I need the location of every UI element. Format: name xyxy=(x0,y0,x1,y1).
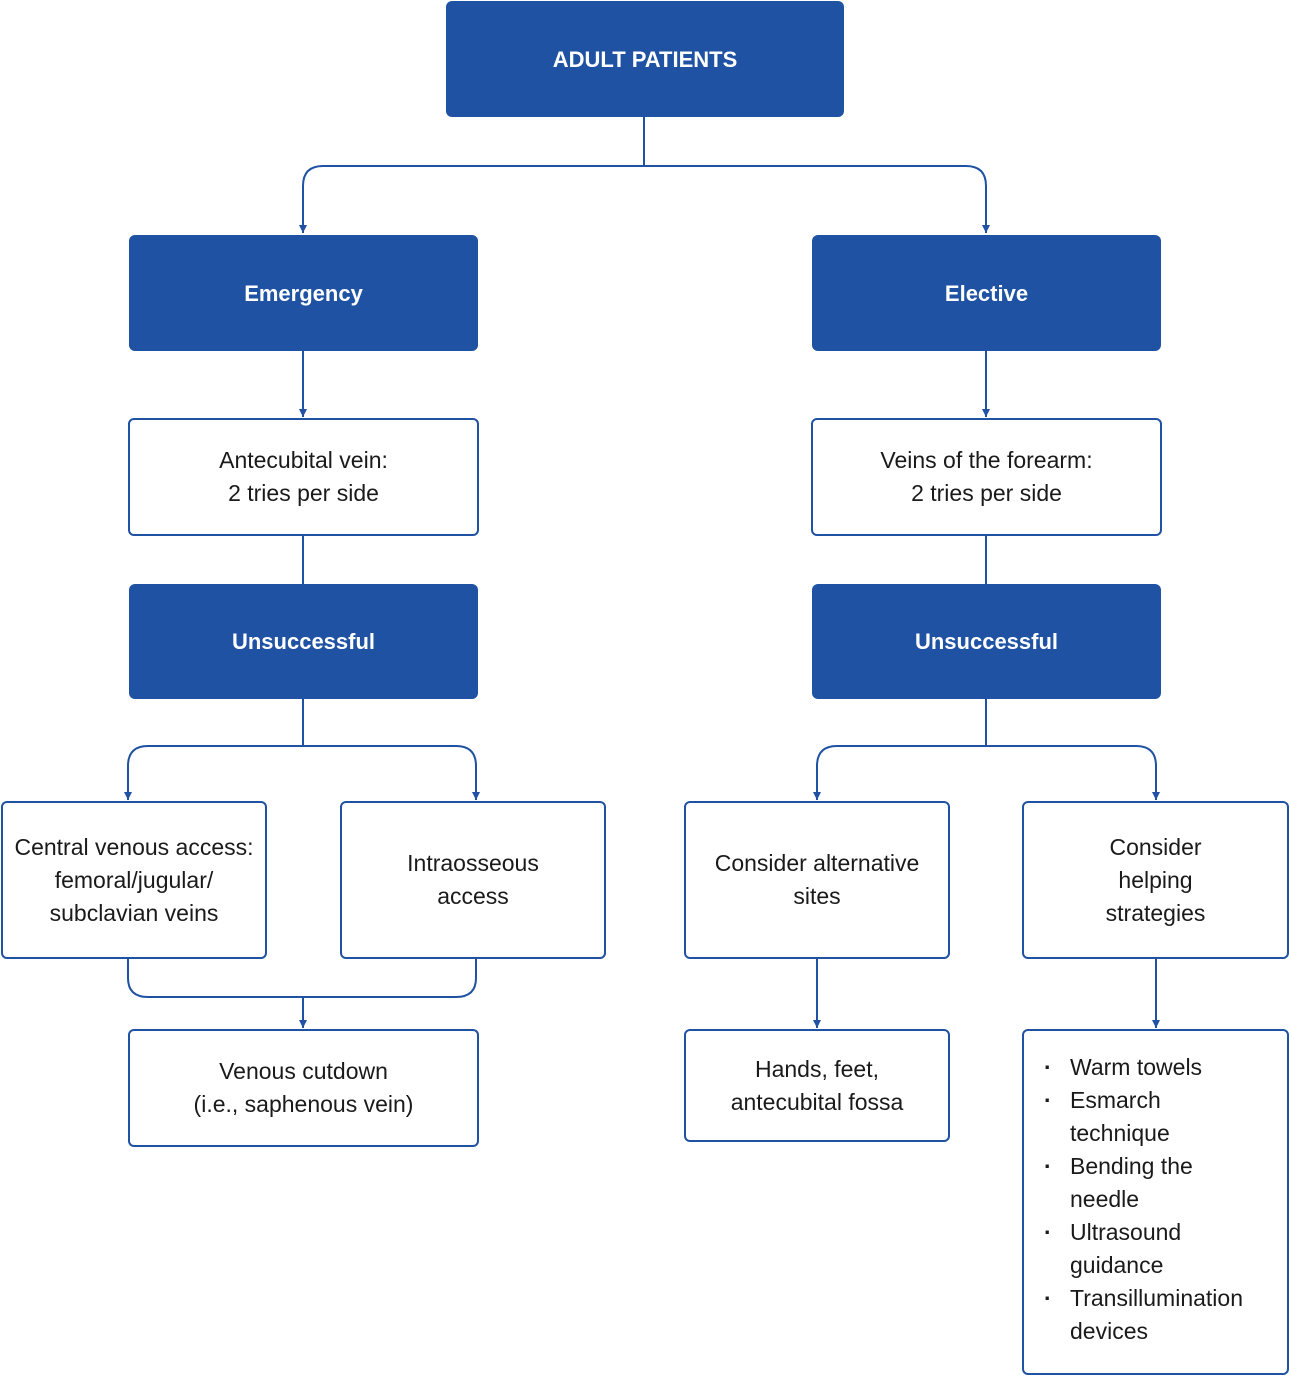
venous-cutdown-text: Venous cutdown (i.e., saphenous vein) xyxy=(193,1058,414,1117)
list-item: Esmarch technique xyxy=(1038,1084,1243,1150)
elective-unsuccessful-label: Unsuccessful xyxy=(914,629,1059,654)
alternative-sites-node: Consider alternative sites xyxy=(684,801,950,959)
list-item: Bending the needle xyxy=(1038,1150,1243,1216)
arrow-to-intraosseous xyxy=(303,745,480,800)
arrow-root-to-elective xyxy=(644,165,990,233)
hands-feet-text: Hands, feet, antecubital fossa xyxy=(730,1055,904,1115)
helping-strategies-text: Consider helping strategies xyxy=(1105,833,1206,926)
list-item: Transillumination devices xyxy=(1038,1282,1243,1348)
line-intraosseous-down xyxy=(303,958,477,998)
emergency-label: Emergency xyxy=(244,280,363,306)
strategy-list-node: Warm towels Esmarch technique Bending th… xyxy=(1022,1029,1289,1375)
elective-unsuccessful-node: Unsuccessful xyxy=(812,584,1161,699)
emergency-node: Emergency xyxy=(129,235,478,351)
line-central-down xyxy=(127,958,303,998)
elective-node: Elective xyxy=(812,235,1161,351)
helping-strategies-node: Consider helping strategies xyxy=(1022,801,1289,959)
list-item: Warm towels xyxy=(1038,1051,1243,1084)
intraosseous-access-text: Intraosseous access xyxy=(407,850,539,909)
adult-patients-node: ADULT PATIENTS xyxy=(446,1,844,117)
forearm-veins-text: Veins of the forearm: 2 tries per side xyxy=(880,447,1093,506)
strategy-list: Warm towels Esmarch technique Bending th… xyxy=(1038,1051,1243,1348)
elective-label: Elective xyxy=(944,280,1029,306)
arrow-root-to-emergency xyxy=(299,165,644,233)
list-item: Ultrasound guidance xyxy=(1038,1216,1243,1282)
arrow-to-alternative-sites xyxy=(813,745,986,800)
adult-patients-label: ADULT PATIENTS xyxy=(552,46,738,72)
hands-feet-node: Hands, feet, antecubital fossa xyxy=(684,1029,950,1142)
arrow-to-central-access xyxy=(124,745,303,800)
emergency-unsuccessful-node: Unsuccessful xyxy=(129,584,478,699)
central-venous-access-node: Central venous access: femoral/jugular/ … xyxy=(1,801,267,959)
antecubital-vein-node: Antecubital vein: 2 tries per side xyxy=(128,418,479,536)
arrow-to-helping-strategies xyxy=(986,745,1160,800)
venous-cutdown-node: Venous cutdown (i.e., saphenous vein) xyxy=(128,1029,479,1147)
emergency-unsuccessful-label: Unsuccessful xyxy=(231,629,376,654)
alternative-sites-text: Consider alternative sites xyxy=(714,850,920,909)
intraosseous-access-node: Intraosseous access xyxy=(340,801,606,959)
antecubital-vein-text: Antecubital vein: 2 tries per side xyxy=(219,447,388,506)
forearm-veins-node: Veins of the forearm: 2 tries per side xyxy=(811,418,1162,536)
central-venous-access-text: Central venous access: femoral/jugular/ … xyxy=(14,833,254,926)
